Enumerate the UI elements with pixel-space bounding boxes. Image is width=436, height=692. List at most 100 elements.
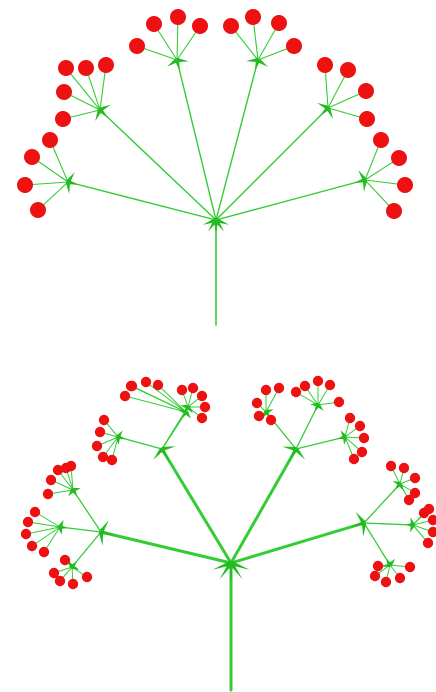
- bract-leaf: [180, 404, 189, 410]
- flower: [265, 414, 277, 426]
- primary-ray: [99, 109, 217, 221]
- bract-leaf: [254, 59, 261, 72]
- involucel: [282, 446, 306, 462]
- involucel: [337, 430, 348, 445]
- bract-leaf: [350, 520, 365, 528]
- flower: [409, 472, 421, 484]
- secondary-ray: [363, 483, 401, 524]
- involucel: [392, 480, 404, 492]
- flower: [324, 379, 336, 391]
- primary-ray: [160, 447, 233, 565]
- flower: [427, 526, 436, 538]
- bract-leaf: [219, 561, 233, 580]
- bract-leaf: [153, 447, 164, 460]
- flower: [59, 554, 71, 566]
- flower: [29, 506, 41, 518]
- bract-leaf: [410, 517, 416, 526]
- flower: [98, 57, 114, 73]
- bract-leaf: [70, 560, 78, 569]
- involucre: [212, 560, 250, 583]
- involucel: [65, 172, 80, 194]
- flower: [260, 384, 272, 396]
- pedicel: [130, 385, 187, 413]
- bract-leaf: [358, 170, 367, 182]
- involucel: [350, 511, 367, 537]
- flower: [299, 380, 311, 392]
- bract-leaf: [161, 446, 176, 452]
- flower: [140, 376, 152, 388]
- primary-ray: [215, 59, 259, 221]
- flower: [286, 38, 302, 54]
- bract-leaf: [392, 480, 401, 487]
- bract-leaf: [394, 482, 402, 490]
- flower: [245, 9, 261, 25]
- bract-leaf: [361, 522, 367, 537]
- bract-leaf: [340, 430, 347, 439]
- bract-leaf: [167, 58, 179, 67]
- secondary-ray: [363, 522, 391, 566]
- compound-umbel-figure: [20, 375, 436, 692]
- flower: [30, 202, 46, 218]
- flower: [152, 379, 164, 391]
- flower: [196, 390, 208, 402]
- bract-leaf: [289, 447, 298, 462]
- flower: [146, 16, 162, 32]
- bract-leaf: [71, 564, 80, 570]
- bract-leaf: [98, 531, 104, 546]
- flower: [38, 546, 50, 558]
- bract-leaf: [68, 488, 75, 497]
- involucel: [246, 57, 268, 72]
- flower: [129, 38, 145, 54]
- involucel: [95, 104, 111, 122]
- flower: [403, 494, 415, 506]
- pedicel: [31, 526, 61, 547]
- flower: [418, 507, 430, 519]
- involucel: [405, 517, 416, 533]
- involucre: [202, 217, 230, 234]
- flower: [55, 111, 71, 127]
- secondary-ray: [295, 404, 319, 450]
- flower: [20, 528, 32, 540]
- involucel: [353, 170, 368, 192]
- primary-ray: [67, 181, 217, 221]
- flower: [54, 575, 66, 587]
- bract-leaf: [317, 102, 329, 110]
- flower: [312, 375, 324, 387]
- flower: [187, 382, 199, 394]
- flower: [271, 15, 287, 31]
- secondary-ray: [72, 489, 102, 533]
- flower: [253, 410, 265, 422]
- flower: [386, 203, 402, 219]
- involucel: [98, 520, 115, 546]
- flower: [358, 83, 374, 99]
- flower: [348, 453, 360, 465]
- flower: [391, 150, 407, 166]
- involucel: [153, 446, 176, 461]
- bract-leaf: [65, 181, 71, 194]
- flower: [91, 440, 103, 452]
- flower: [81, 571, 93, 583]
- flower: [42, 488, 54, 500]
- primary-ray: [229, 447, 298, 565]
- bract-leaf: [282, 446, 297, 452]
- flower: [106, 454, 118, 466]
- pedicel: [157, 384, 187, 413]
- bract-leaf: [202, 217, 217, 225]
- bract-leaf: [388, 558, 395, 567]
- flower: [98, 414, 110, 426]
- pedicel: [145, 381, 187, 413]
- flower: [422, 537, 434, 549]
- secondary-ray: [363, 522, 414, 526]
- pedicel: [25, 526, 61, 535]
- flower: [394, 572, 406, 584]
- flower: [26, 540, 38, 552]
- bract-leaf: [66, 172, 75, 184]
- bract-leaf: [57, 526, 63, 535]
- flower: [359, 111, 375, 127]
- bract-leaf: [310, 402, 319, 408]
- primary-ray: [99, 530, 233, 565]
- flower: [78, 60, 94, 76]
- bract-leaf: [115, 436, 121, 445]
- involucel: [167, 57, 189, 72]
- bract-leaf: [100, 529, 115, 536]
